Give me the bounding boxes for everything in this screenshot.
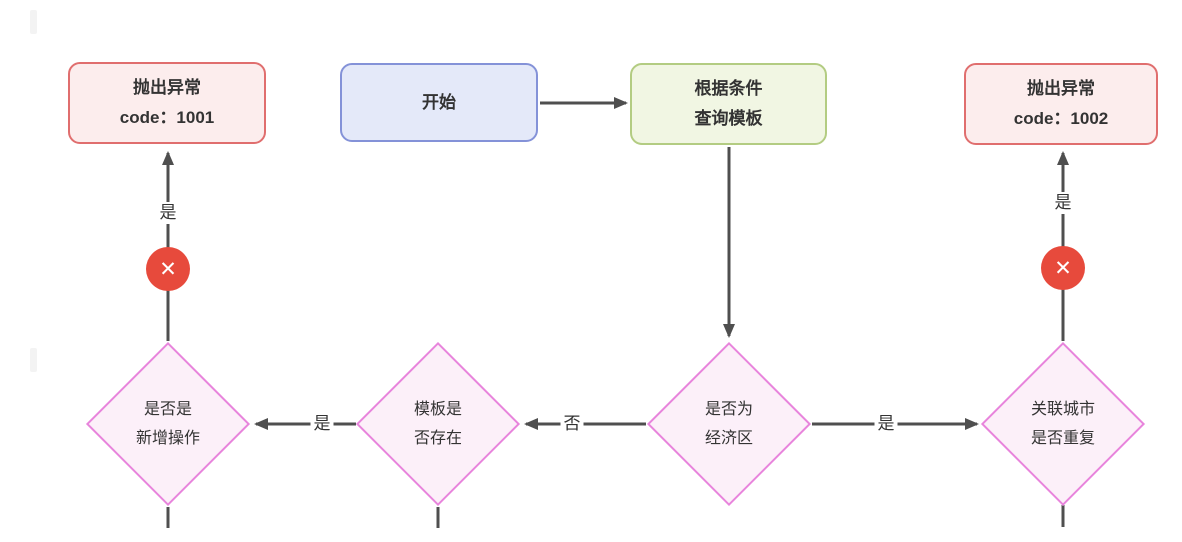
edge-label-yes-right: 是 (1051, 192, 1075, 214)
decision-is-new-op-line2: 新增操作 (135, 430, 200, 447)
decision-city-dup-line2: 是否重复 (1030, 430, 1095, 447)
decision-tpl-exists-line2: 否存在 (413, 430, 462, 447)
decision-is-econ-zone-line1: 是否为 (704, 401, 753, 418)
node-query-template-line2: 查询模板 (694, 109, 763, 128)
faint-artifact (30, 10, 37, 34)
node-query-template-line1: 根据条件 (694, 79, 763, 98)
edge-label-no-econ-to-tpl: 否 (560, 413, 584, 435)
edge-label-yes-left: 是 (156, 202, 180, 224)
node-query-template[interactable]: 根据条件 查询模板 (630, 63, 827, 145)
node-exception-1002-line2: code：1002 (1013, 109, 1109, 128)
edge-label-yes-tpl-to-newop: 是 (310, 413, 334, 435)
decision-is-new-op-line1: 是否是 (143, 401, 192, 418)
decision-is-new-op-label: 是否是 新增操作 (98, 395, 238, 453)
node-exception-1001-line1: 抛出异常 (133, 78, 201, 97)
node-exception-1002-line1: 抛出异常 (1027, 79, 1095, 98)
error-x-icon: ✕ (146, 247, 190, 291)
decision-city-dup-line1: 关联城市 (1030, 401, 1095, 418)
decision-is-econ-zone-label: 是否为 经济区 (659, 395, 799, 453)
node-start-label: 开始 (422, 92, 456, 112)
node-exception-1002[interactable]: 抛出异常 code：1002 (964, 63, 1158, 145)
decision-tpl-exists-line1: 模板是 (413, 401, 462, 418)
node-exception-1001[interactable]: 抛出异常 code：1001 (68, 62, 266, 144)
edge-label-yes-econ-to-citydup: 是 (874, 413, 898, 435)
faint-artifact (30, 348, 37, 372)
node-exception-1001-line2: code：1001 (119, 108, 215, 127)
error-x-icon: ✕ (1041, 246, 1085, 290)
decision-tpl-exists-label: 模板是 否存在 (368, 395, 508, 453)
decision-city-dup-label: 关联城市 是否重复 (993, 395, 1133, 453)
decision-is-econ-zone-line2: 经济区 (704, 430, 753, 447)
node-start[interactable]: 开始 (340, 63, 538, 142)
